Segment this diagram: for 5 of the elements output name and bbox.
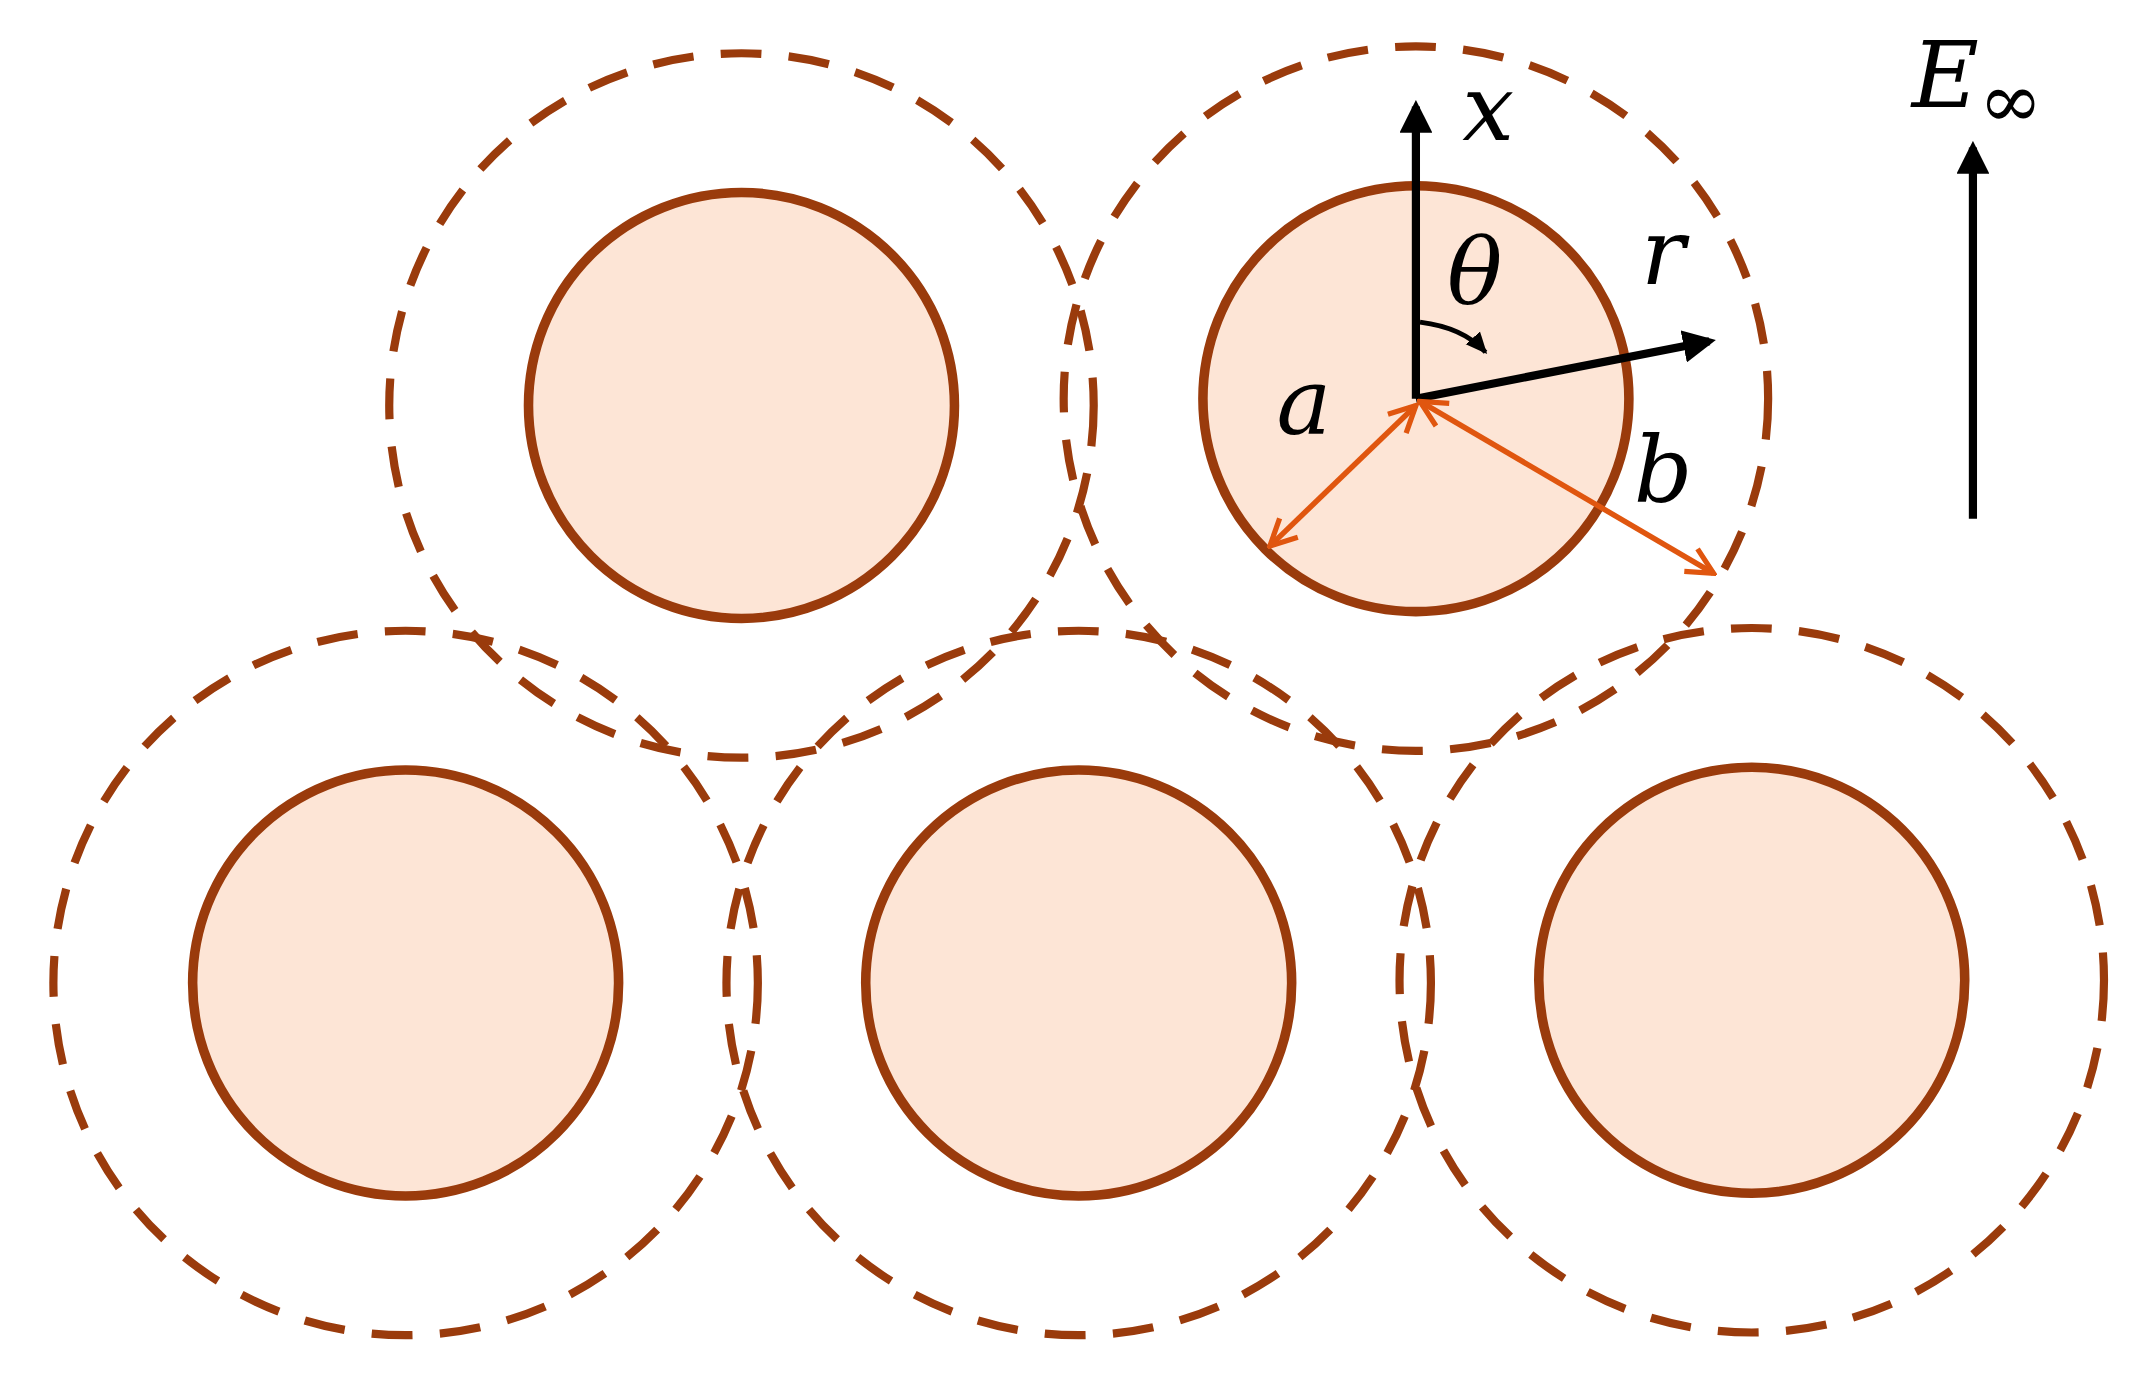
angle-label: θ — [1446, 227, 1503, 320]
field-label: E$_{∞}$ — [1911, 30, 2043, 140]
radius-label: b — [1633, 425, 1693, 518]
axis-label: x — [1462, 63, 1515, 156]
radius-label: a — [1276, 356, 1332, 449]
